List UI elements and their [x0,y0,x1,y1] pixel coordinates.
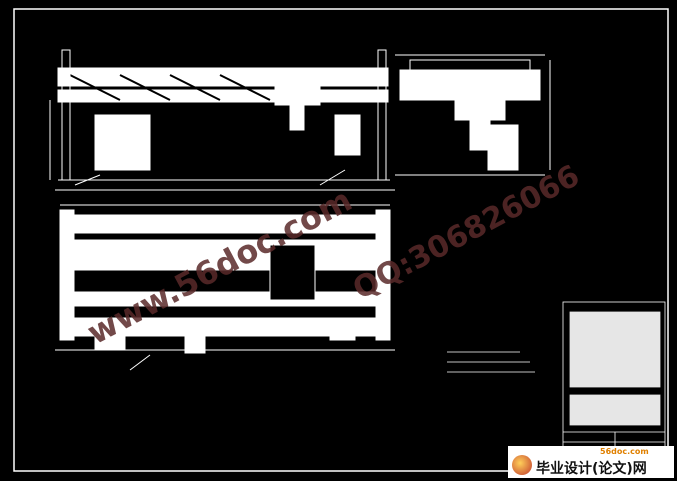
side-view [395,54,551,176]
site-badge: 56doc.com 毕业设计(论文)网 [508,446,674,478]
sheet-border [13,8,669,472]
plan-view [55,204,395,371]
badge-site: 56doc.com [600,447,649,456]
title-block-table [562,301,666,453]
technical-notes [447,351,535,373]
site-logo-icon [512,455,532,475]
badge-label: 毕业设计(论文)网 [536,461,647,477]
front-elevation-view [49,49,395,191]
